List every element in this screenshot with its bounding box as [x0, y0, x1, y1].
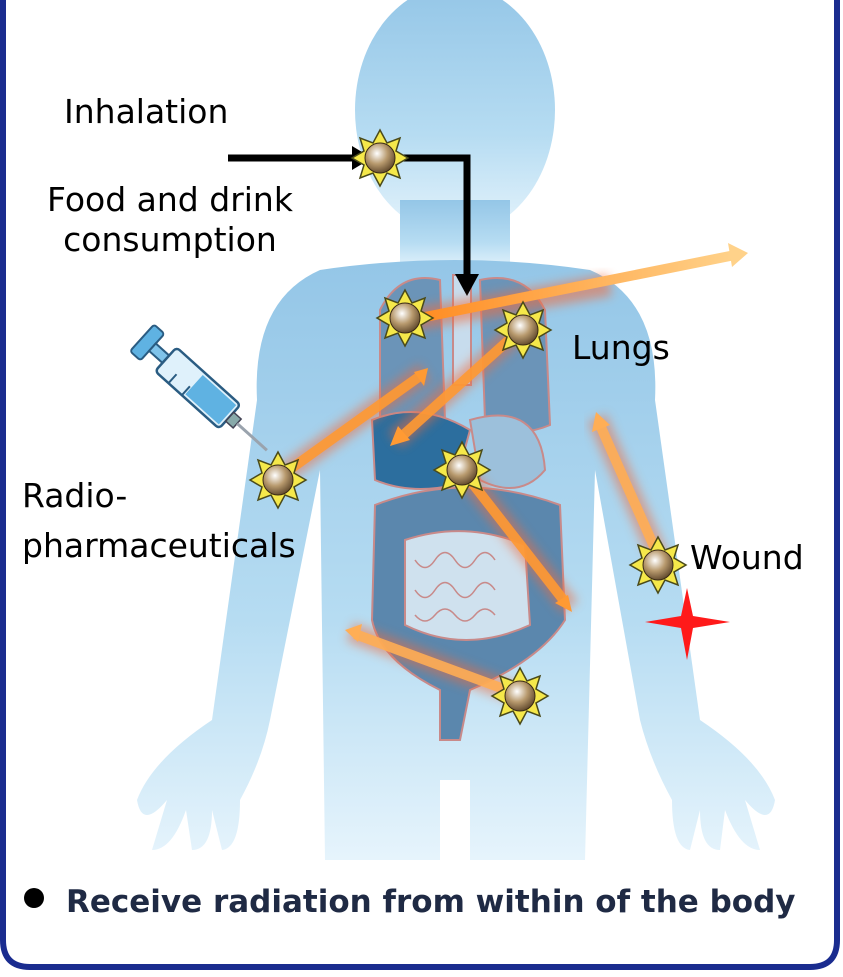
label-food-line2: consumption	[20, 220, 320, 260]
label-lungs: Lungs	[572, 328, 670, 368]
label-radio: Radio- pharmaceuticals	[22, 476, 296, 566]
syringe-icon	[130, 324, 279, 463]
footer-caption: Receive radiation from within of the bod…	[24, 880, 824, 924]
label-food: Food and drink consumption	[20, 180, 320, 260]
label-inhalation: Inhalation	[64, 92, 228, 132]
label-radio-line2: pharmaceuticals	[22, 526, 296, 566]
label-radio-line1: Radio-	[22, 476, 296, 516]
label-wound: Wound	[690, 538, 804, 578]
bullet-icon	[24, 888, 44, 908]
footer-text: Receive radiation from within of the bod…	[66, 884, 795, 920]
label-food-line1: Food and drink	[20, 180, 320, 220]
